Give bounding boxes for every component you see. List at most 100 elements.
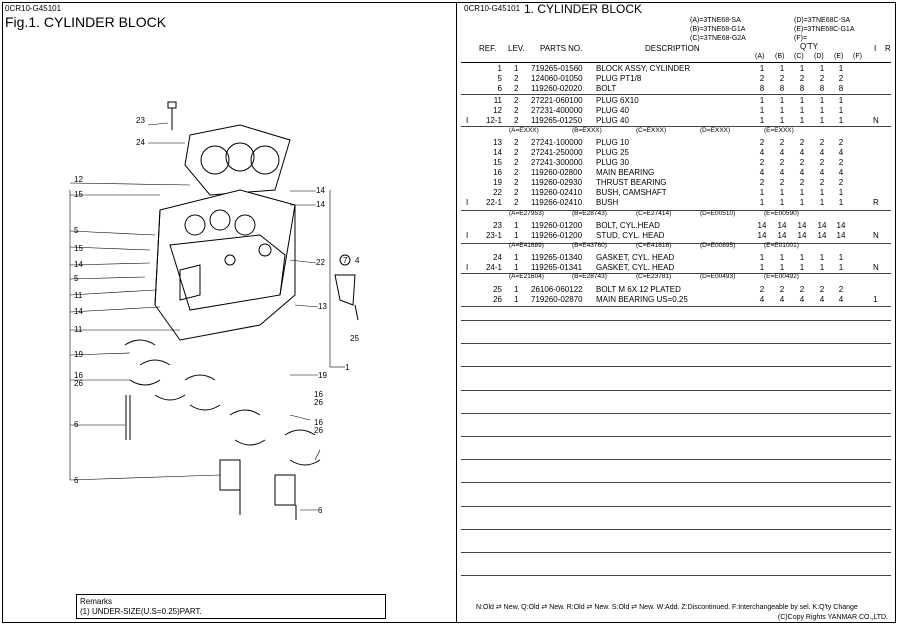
serial-note: (C=E23781) <box>636 273 672 280</box>
row-ref: 15 <box>493 158 502 167</box>
row-description: PLUG 6X10 <box>596 96 639 105</box>
serial-note: (B=EXXX) <box>572 127 602 134</box>
row-qty: 1 <box>779 198 785 207</box>
row-qty: 2 <box>819 138 825 147</box>
col-description: DESCRIPTION <box>645 44 700 53</box>
callout-5a: 5 <box>74 226 79 235</box>
row-qty: 1 <box>819 253 825 262</box>
blank-row-rule <box>461 529 891 530</box>
serial-note: (A=E21604) <box>509 273 544 280</box>
col-a: (A) <box>755 53 765 60</box>
callout-22: 22 <box>316 258 325 267</box>
row-description: MAIN BEARING US=0.25 <box>596 295 688 304</box>
row-lev: 2 <box>514 138 519 147</box>
row-qty: 1 <box>779 263 785 272</box>
row-lev: 2 <box>514 116 519 125</box>
row-part-number: 719260-02870 <box>531 295 583 304</box>
row-ref: 24 <box>493 253 502 262</box>
row-lev: 1 <box>514 64 519 73</box>
row-ref: 22-1 <box>485 198 502 207</box>
row-qty: 1 <box>819 64 825 73</box>
row-part-number: 119265-01340 <box>531 253 583 262</box>
serial-note: (E=E01001) <box>764 242 799 249</box>
row-ref: 5 <box>497 74 502 83</box>
row-r-flag: N <box>873 263 879 272</box>
row-ref: 23-1 <box>485 231 502 240</box>
callout-16c: 16 <box>314 418 323 427</box>
col-lev: LEV. <box>508 44 525 53</box>
row-qty: 14 <box>757 231 767 240</box>
row-qty: 1 <box>819 106 825 115</box>
row-qty: 2 <box>759 285 765 294</box>
copyright: (C)Copy Rights YANMAR CO.,LTD. <box>777 614 888 621</box>
center-divider <box>456 2 457 623</box>
row-description: BOLT, CYL.HEAD <box>596 221 660 230</box>
col-e: (E) <box>834 53 844 60</box>
row-qty: 2 <box>799 285 805 294</box>
blank-row-rule <box>461 482 891 483</box>
row-qty: 8 <box>759 84 765 93</box>
callout-11b: 11 <box>74 325 83 334</box>
row-qty: 2 <box>759 74 765 83</box>
row-ref: 14 <box>493 148 502 157</box>
row-qty: 4 <box>799 148 805 157</box>
catalog-code-left: 0CR10-G45101 <box>5 4 62 13</box>
row-lev: 1 <box>514 253 519 262</box>
section-title: 1. CYLINDER BLOCK <box>524 2 643 16</box>
model-e: (E)=3TNE68C-G1A <box>794 26 855 33</box>
row-qty: 1 <box>759 188 765 197</box>
row-qty: 1 <box>799 106 805 115</box>
row-lev: 2 <box>514 188 519 197</box>
row-qty: 2 <box>838 158 844 167</box>
row-lev: 2 <box>514 84 519 93</box>
remarks-line: (1) UNDER-SIZE(U.S=0.25)PART. <box>80 607 202 616</box>
serial-note: (D=E00493) <box>700 273 736 280</box>
callout-15b: 15 <box>74 244 83 253</box>
callout-6b: 6 <box>74 476 79 485</box>
group-rule <box>461 273 891 274</box>
row-qty: 1 <box>759 263 765 272</box>
row-qty: 1 <box>799 116 805 125</box>
bearings-drawing <box>124 339 321 520</box>
row-qty: 14 <box>817 221 827 230</box>
row-qty: 14 <box>817 231 827 240</box>
head-gasket-drawing <box>184 124 291 196</box>
group-rule <box>461 94 891 95</box>
row-description: STUD, CYL. HEAD <box>596 231 665 240</box>
row-description: BUSH, CAMSHAFT <box>596 188 667 197</box>
serial-note: (E=E00590) <box>764 210 799 217</box>
callout-1: 1 <box>345 363 350 372</box>
group-rule <box>461 210 891 211</box>
row-lev: 1 <box>514 263 519 272</box>
row-qty: 1 <box>779 253 785 262</box>
model-f: (F)= <box>794 35 808 42</box>
row-lev: 2 <box>514 168 519 177</box>
row-qty: 1 <box>799 198 805 207</box>
row-ref: 6 <box>497 84 502 93</box>
row-qty: 2 <box>799 158 805 167</box>
row-description: PLUG 40 <box>596 116 629 125</box>
serial-note: (D=EXXX) <box>700 127 731 134</box>
row-qty: 4 <box>819 295 825 304</box>
row-description: PLUG 10 <box>596 138 629 147</box>
row-qty: 1 <box>838 116 844 125</box>
row-description: GASKET, CYL. HEAD <box>596 253 675 262</box>
row-qty: 1 <box>819 116 825 125</box>
row-lev: 2 <box>514 96 519 105</box>
row-qty: 4 <box>838 295 844 304</box>
callout-19b: 19 <box>318 371 327 380</box>
catalog-code-right: 0CR10-G45101 <box>464 4 521 13</box>
row-ref: 13 <box>493 138 502 147</box>
callout-14a: 14 <box>74 260 83 269</box>
row-lev: 1 <box>514 295 519 304</box>
blank-row-rule <box>461 343 891 344</box>
serial-note: (C=EXXX) <box>636 127 667 134</box>
row-part-number: 119260-02410 <box>531 188 583 197</box>
head-bolt-drawing <box>167 101 177 130</box>
row-qty: 1 <box>799 263 805 272</box>
serial-note: (C=E27414) <box>636 210 672 217</box>
row-qty: 8 <box>819 84 825 93</box>
row-r-flag: N <box>873 116 879 125</box>
row-part-number: 119260-02930 <box>531 178 583 187</box>
